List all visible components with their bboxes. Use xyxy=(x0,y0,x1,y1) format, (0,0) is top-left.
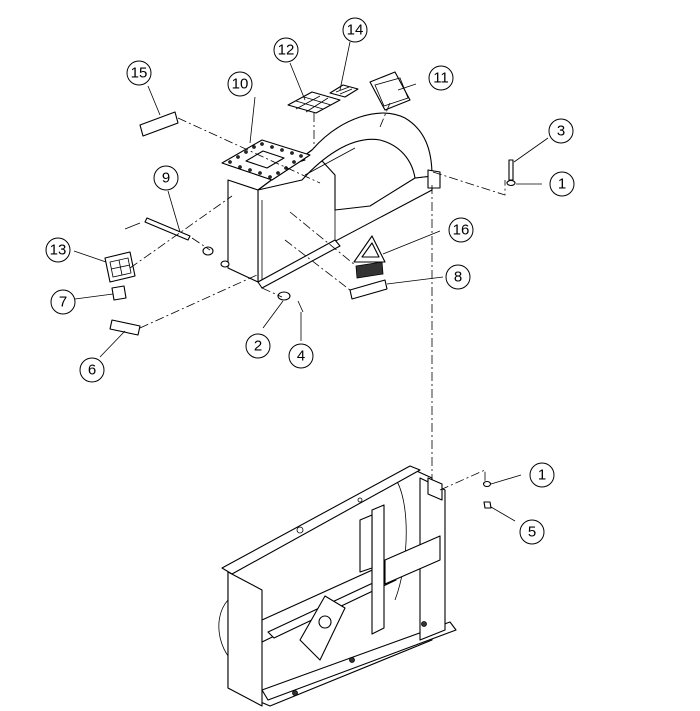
svg-text:1: 1 xyxy=(558,176,566,193)
callout-2: 2 xyxy=(245,333,271,359)
chute-hood xyxy=(227,112,441,289)
svg-text:3: 3 xyxy=(557,123,565,140)
callout-6: 6 xyxy=(79,357,105,383)
svg-text:16: 16 xyxy=(453,222,470,239)
svg-text:9: 9 xyxy=(162,170,170,187)
rod-9 xyxy=(124,217,191,241)
callout-10: 10 xyxy=(227,71,253,97)
decal-8 xyxy=(349,279,388,300)
washer-2 xyxy=(277,291,291,301)
svg-text:13: 13 xyxy=(50,242,67,259)
svg-text:10: 10 xyxy=(232,76,249,93)
callout-1-lower: 1 xyxy=(529,462,555,488)
leader-lines xyxy=(73,41,549,522)
svg-text:8: 8 xyxy=(454,269,462,286)
decal-6 xyxy=(109,319,141,336)
svg-text:15: 15 xyxy=(131,65,148,82)
callout-12: 12 xyxy=(273,37,299,63)
decal-12 xyxy=(287,91,341,114)
callout-5: 5 xyxy=(519,519,545,545)
callout-4: 4 xyxy=(288,343,314,369)
svg-text:7: 7 xyxy=(59,294,67,311)
svg-text:5: 5 xyxy=(528,524,536,541)
callout-15: 15 xyxy=(126,60,152,86)
support-frame xyxy=(218,465,457,707)
assembly-lines xyxy=(129,102,506,491)
svg-text:1: 1 xyxy=(538,467,546,484)
svg-text:12: 12 xyxy=(278,42,295,59)
pin-4 xyxy=(297,300,304,313)
decal-14 xyxy=(329,84,359,98)
svg-text:6: 6 xyxy=(88,362,96,379)
bolt-3 xyxy=(508,159,514,181)
decal-7 xyxy=(111,285,127,301)
decal-15 xyxy=(139,111,179,137)
callout-11: 11 xyxy=(428,65,454,91)
callout-7: 7 xyxy=(50,289,76,315)
svg-text:2: 2 xyxy=(254,338,262,355)
callout-3: 3 xyxy=(548,118,574,144)
washer-lower-left xyxy=(220,260,230,268)
decal-13 xyxy=(104,251,136,283)
washer-1-lower xyxy=(482,480,492,488)
flange-bolt-holes xyxy=(228,142,303,179)
nut-5 xyxy=(483,501,492,509)
svg-text:11: 11 xyxy=(433,70,449,87)
callout-8: 8 xyxy=(445,264,471,290)
callout-1-upper: 1 xyxy=(549,171,575,197)
callout-16: 16 xyxy=(448,217,474,243)
square-flange xyxy=(221,139,311,181)
warning-decal-16 xyxy=(353,235,386,279)
svg-text:14: 14 xyxy=(347,22,364,39)
svg-text:4: 4 xyxy=(297,348,305,365)
callout-14: 14 xyxy=(342,17,368,43)
washer-1-upper xyxy=(506,179,516,187)
washer-upper-left xyxy=(202,246,214,256)
callout-13: 13 xyxy=(45,237,71,263)
callout-9: 9 xyxy=(153,165,179,191)
